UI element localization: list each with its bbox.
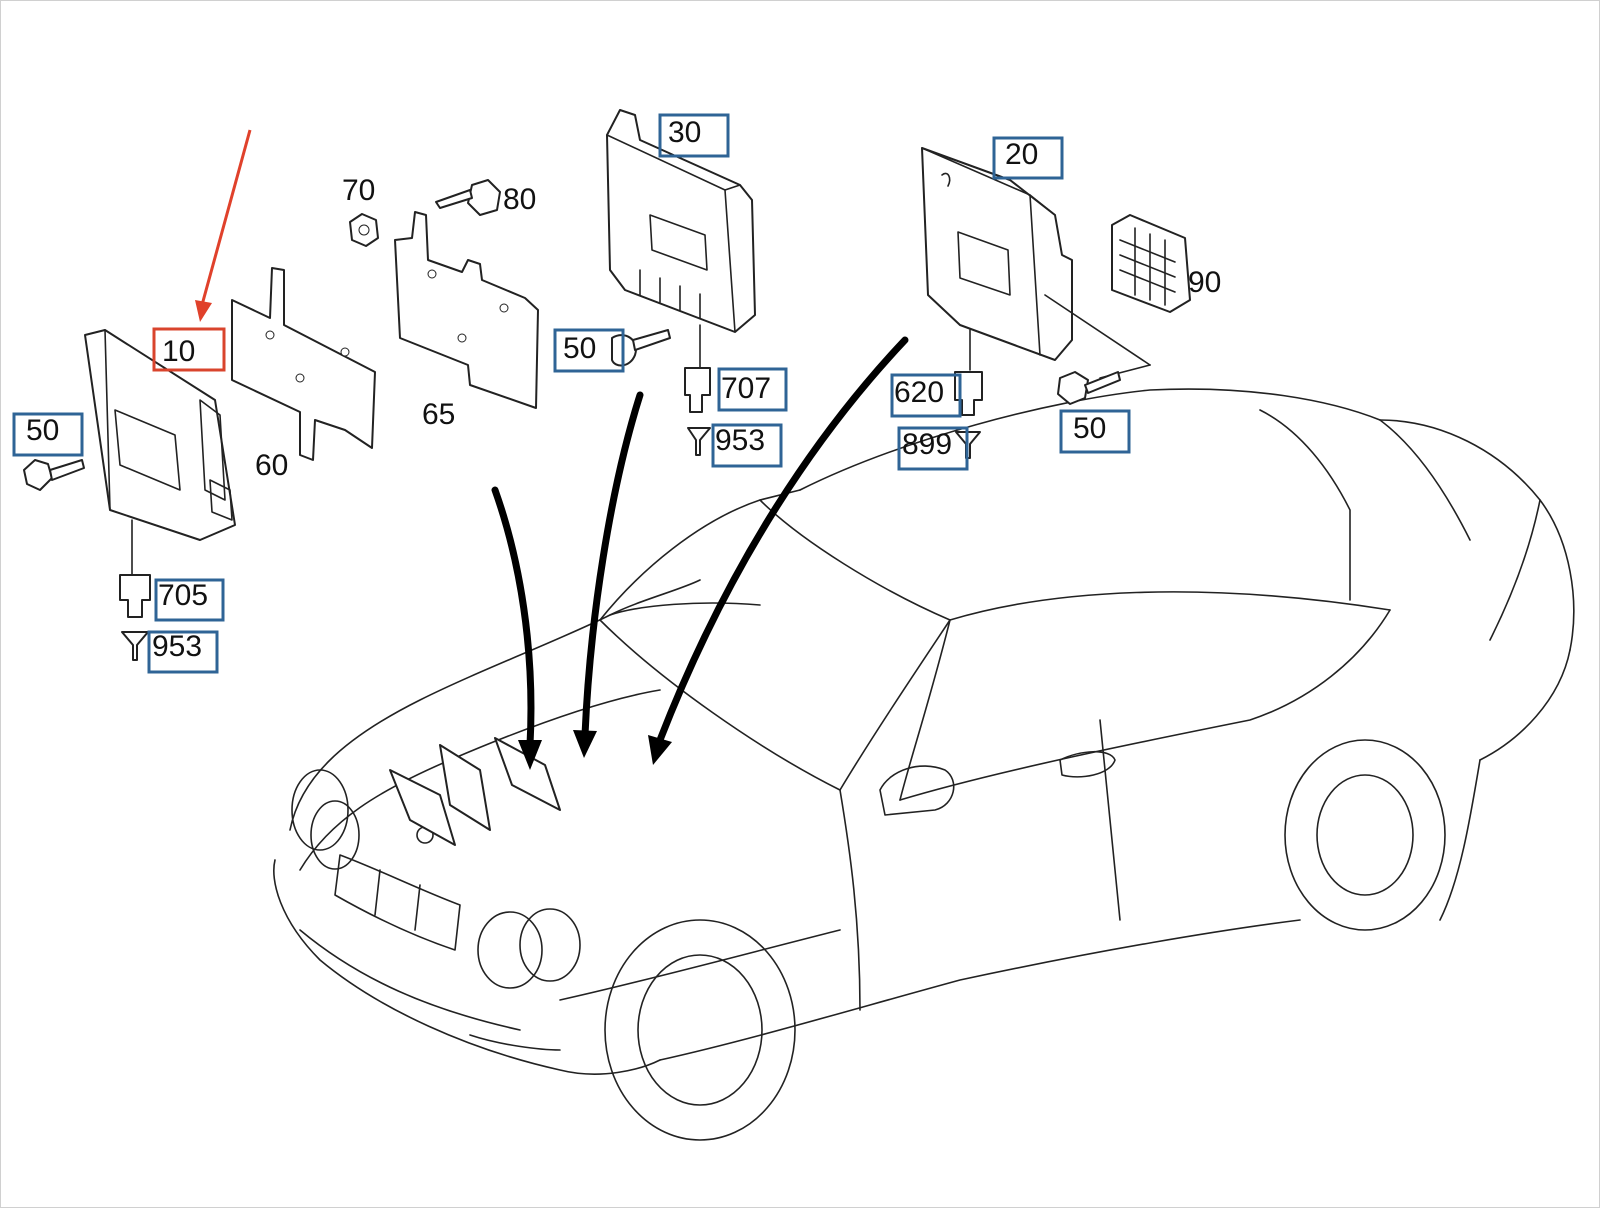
callout-box-705 — [154, 578, 225, 622]
label-60: 60 — [255, 449, 288, 482]
part-65-bracket — [394, 211, 539, 409]
callout-box-620 — [890, 373, 962, 418]
part-30-control-unit — [606, 109, 756, 369]
label-90: 90 — [1188, 266, 1221, 299]
label-705: 705 — [158, 579, 208, 612]
label-80: 80 — [503, 183, 536, 216]
car-module-outlines — [389, 737, 561, 846]
callout-box-707 — [717, 367, 788, 412]
callout-box-50-left — [12, 412, 84, 457]
callout-box-10 — [152, 327, 226, 372]
callout-box-50-middle — [553, 328, 625, 373]
car-outline — [273, 388, 1575, 1141]
label-953-middle: 953 — [715, 424, 765, 457]
clips — [119, 367, 983, 661]
callout-box-20 — [992, 136, 1064, 180]
callout-box-50-right — [1059, 409, 1131, 454]
part-70-nut — [349, 213, 379, 247]
part-80-screw — [435, 179, 501, 216]
label-620: 620 — [894, 376, 944, 409]
callout-box-953-left — [147, 630, 219, 674]
label-50-left: 50 — [26, 414, 59, 447]
installation-arrows — [491, 336, 909, 770]
part-10-control-unit — [84, 329, 236, 586]
label-30: 30 — [668, 116, 701, 149]
label-20: 20 — [1005, 138, 1038, 171]
label-65: 65 — [422, 398, 455, 431]
callout-labels: 10 50 705 953 60 65 70 80 30 50 707 953 … — [12, 113, 1221, 674]
callout-box-953-middle — [711, 423, 783, 468]
callout-box-30 — [658, 113, 730, 158]
label-70: 70 — [342, 174, 375, 207]
label-899: 899 — [902, 428, 952, 461]
callout-box-899 — [897, 426, 969, 471]
pointer-arrow — [195, 129, 252, 322]
label-953-left: 953 — [152, 630, 202, 663]
label-707: 707 — [721, 372, 771, 405]
label-50-right: 50 — [1073, 412, 1106, 445]
part-60-bracket — [231, 267, 376, 461]
part-20-control-unit — [921, 147, 1151, 379]
part-90-connector — [1111, 214, 1191, 313]
label-50-middle: 50 — [563, 332, 596, 365]
label-10: 10 — [162, 335, 195, 368]
